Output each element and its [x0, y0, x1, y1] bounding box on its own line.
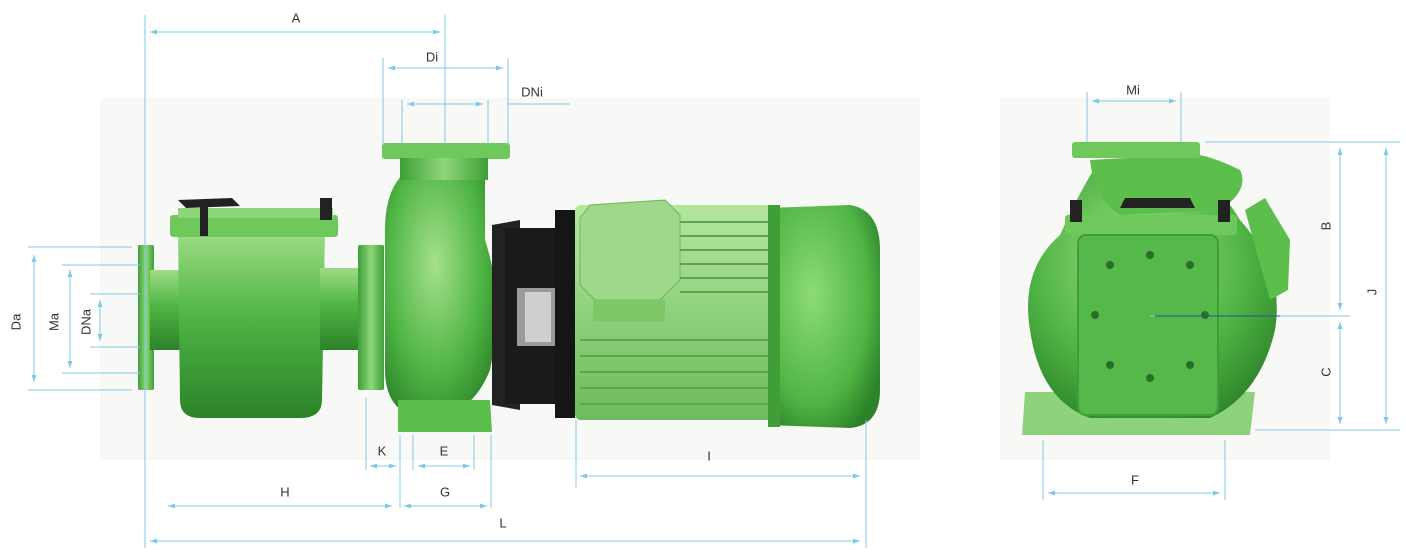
- dimension-label-Da: Da: [8, 313, 24, 331]
- dimension-label-B: B: [1318, 221, 1334, 231]
- dimension-arrows: [31, 29, 1389, 544]
- dimension-label-Mi: Mi: [1126, 82, 1140, 98]
- dimension-label-G: G: [439, 484, 451, 500]
- dimension-label-DNi: DNi: [521, 84, 543, 100]
- dimension-label-C: C: [1318, 367, 1334, 377]
- dimension-label-F: F: [1131, 472, 1139, 488]
- dimension-label-L: L: [499, 515, 507, 531]
- dimension-label-E: E: [439, 443, 449, 459]
- dimension-lines: [28, 15, 1400, 548]
- dimension-label-DNa: DNa: [78, 308, 94, 336]
- dimension-label-I: I: [707, 448, 711, 464]
- dimension-label-J: J: [1364, 288, 1380, 296]
- front-view-pump: [1022, 142, 1290, 435]
- dimension-label-A: A: [291, 10, 301, 26]
- dimension-label-H: H: [280, 484, 290, 500]
- dimension-label-Ma: Ma: [46, 312, 62, 332]
- dimension-label-Di: Di: [425, 49, 439, 65]
- dimension-label-K: K: [377, 443, 387, 459]
- side-view-pump: [138, 143, 880, 432]
